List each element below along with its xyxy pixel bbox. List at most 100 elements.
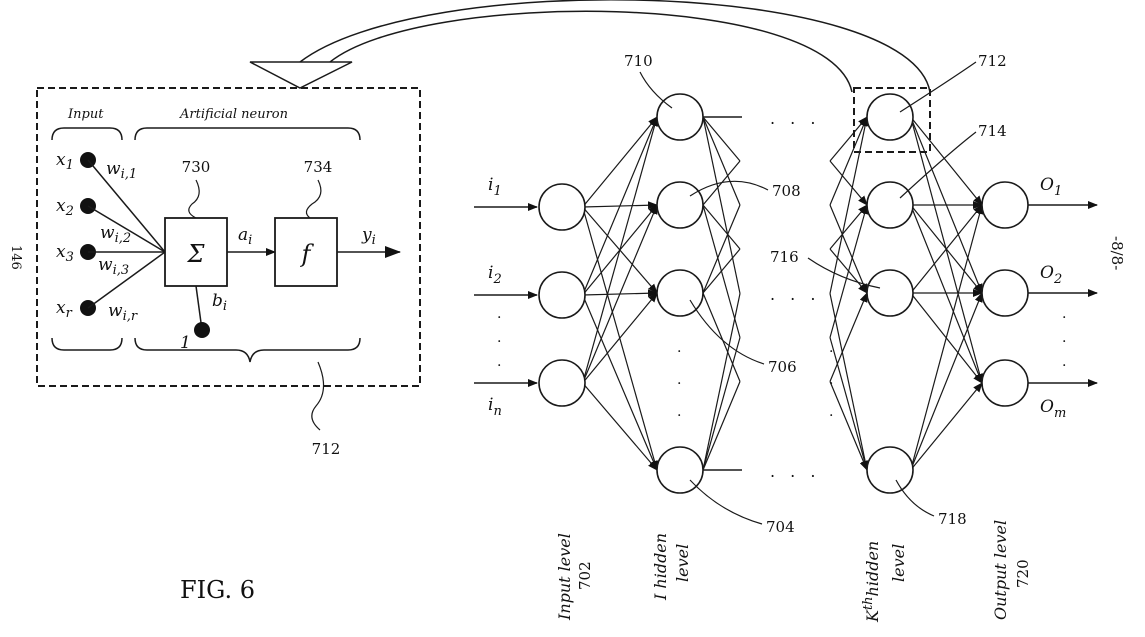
ellipsis-bottom: . . .	[770, 462, 820, 481]
hiddenk-fanin-edge-2-0	[829, 116, 868, 206]
net-input-2-label: i2	[488, 263, 502, 287]
output-level-ref: 720	[1014, 559, 1032, 588]
input-x1-label: x1	[56, 150, 74, 173]
hiddenk-node-714	[866, 181, 914, 229]
bias-dot	[194, 322, 210, 338]
bias-input-label: 1	[180, 333, 191, 353]
weight-w3-label: wi,3	[98, 255, 129, 278]
neuron-brace-top	[134, 127, 361, 141]
output-node-2	[981, 269, 1029, 317]
input-hidden1-edge-1-3	[582, 294, 658, 471]
net-input-1-label: i1	[488, 175, 502, 199]
input-brace-top	[51, 127, 123, 141]
ref-706: 706	[768, 358, 797, 376]
hiddenk-fanin-edge-0-2	[829, 204, 868, 294]
hidden1-fanout-edge-3-1	[702, 337, 741, 471]
ref-712: 712	[978, 52, 1007, 70]
hiddenk-fanin-edge-3-2	[829, 292, 868, 382]
svg-text:.: .	[497, 306, 501, 322]
reference-numerals: 710 708 706 704 712 714 716 718	[624, 52, 1007, 536]
ref-704: 704	[766, 518, 795, 536]
svg-text:.: .	[829, 372, 833, 388]
network-connections	[582, 116, 984, 471]
input-hidden1-edge-2-3	[582, 382, 658, 471]
input-level-ref: 702	[576, 561, 594, 590]
kth-hidden-level-line2: level	[889, 544, 908, 582]
input-heading: Input	[67, 107, 104, 122]
hiddenk-fanin-edge-0-3	[829, 293, 870, 471]
input-x2-label: x2	[56, 196, 74, 219]
svg-text:.: .	[497, 354, 501, 370]
hidden-vertical-dots: . . . . . .	[677, 340, 833, 420]
hiddenk-fanin-edge-1-0	[829, 116, 868, 162]
highlight-box-712	[853, 87, 931, 153]
neuron-detail-box: Input Artificial neuron x1 x2 x3 xr wi,1…	[36, 87, 421, 458]
input-x3-label: x3	[56, 242, 74, 265]
input-node-1	[538, 183, 586, 231]
ellipsis-middle: . . .	[770, 285, 820, 304]
svg-text:.: .	[677, 340, 681, 356]
hidden1-fanout-edge-3-0	[702, 293, 741, 471]
hiddenk-fanin-edge-1-2	[829, 248, 868, 294]
hidden-horizontal-ellipses: . . . . . . . . .	[703, 109, 820, 481]
weight-wr-label: wi,r	[108, 301, 138, 324]
weight-w1-label: wi,1	[106, 159, 137, 182]
page-left-number: 146	[8, 245, 23, 270]
hidden1-node-706	[656, 269, 704, 317]
network-output-arrows: O1 O2 Om . . .	[1028, 175, 1098, 421]
figure-caption: FIG. 6	[180, 576, 255, 604]
output-node-m	[981, 359, 1029, 407]
ref-714: 714	[978, 122, 1007, 140]
hiddenk-output-edge-0-0	[910, 116, 983, 206]
svg-text:.: .	[1062, 354, 1066, 370]
bias-label: bi	[212, 291, 227, 314]
svg-text:.: .	[677, 372, 681, 388]
hidden1-fanout-edge-2-1	[702, 248, 741, 294]
hiddenk-output-edge-0-2	[910, 116, 984, 384]
summation-symbol: Σ	[187, 240, 206, 268]
neuron-heading: Artificial neuron	[179, 107, 288, 122]
kth-hidden-level-line1: Kthhidden	[861, 541, 882, 623]
summation-ref: 730	[182, 158, 211, 176]
hiddenk-output-edge-3-2	[910, 382, 983, 471]
summation-box	[164, 217, 228, 287]
input-hidden1-edge-2-0	[582, 116, 659, 384]
ref-718: 718	[938, 510, 967, 528]
hiddenk-fanin-edge-0-1	[829, 160, 868, 206]
net-output-m-label: Om	[1040, 397, 1066, 421]
page-right-label: -8/8-	[1108, 236, 1126, 270]
input-hidden1-edge-0-0	[582, 116, 658, 208]
level-labels: Input level 702 I hidden level Kthhidden…	[555, 520, 1032, 623]
hiddenk-fanin-edge-3-0	[829, 116, 870, 294]
neuron-box-ref: 712	[312, 440, 341, 458]
hiddenk-fanin-edge-1-3	[829, 337, 869, 471]
hiddenk-node-716	[866, 269, 914, 317]
input-node-2	[538, 271, 586, 319]
network-nodes	[538, 93, 1029, 494]
hiddenk-output-edge-2-0	[910, 204, 983, 294]
svg-text:.: .	[1062, 330, 1066, 346]
neuron-brace-bottom	[134, 337, 361, 363]
input-xr-label: xr	[56, 298, 73, 321]
input-level-label: Input level	[555, 533, 574, 621]
net-input-n-label: in	[488, 395, 502, 419]
hiddenk-node-712	[866, 93, 914, 141]
function-ref: 734	[304, 158, 333, 176]
ref-708: 708	[772, 182, 801, 200]
output-node-1	[981, 181, 1029, 229]
net-output-1-label: O1	[1040, 175, 1062, 199]
hidden1-fanout-edge-2-0	[702, 204, 741, 294]
net-output-2-label: O2	[1040, 263, 1062, 287]
output-y-label: yi	[361, 225, 376, 248]
first-hidden-level-line1: I hidden	[651, 533, 670, 601]
svg-text:.: .	[829, 340, 833, 356]
input-hidden1-edge-2-1	[582, 204, 658, 384]
hiddenk-fanin-edge-2-3	[829, 381, 868, 471]
network-input-arrows: i1 i2 in . . .	[474, 175, 538, 419]
ref-710: 710	[624, 52, 653, 70]
zoom-callout-arrow	[249, 0, 931, 93]
hidden1-fanout-edge-0-1	[702, 116, 741, 162]
hiddenk-node-718	[866, 446, 914, 494]
hiddenk-output-edge-3-0	[910, 204, 984, 471]
